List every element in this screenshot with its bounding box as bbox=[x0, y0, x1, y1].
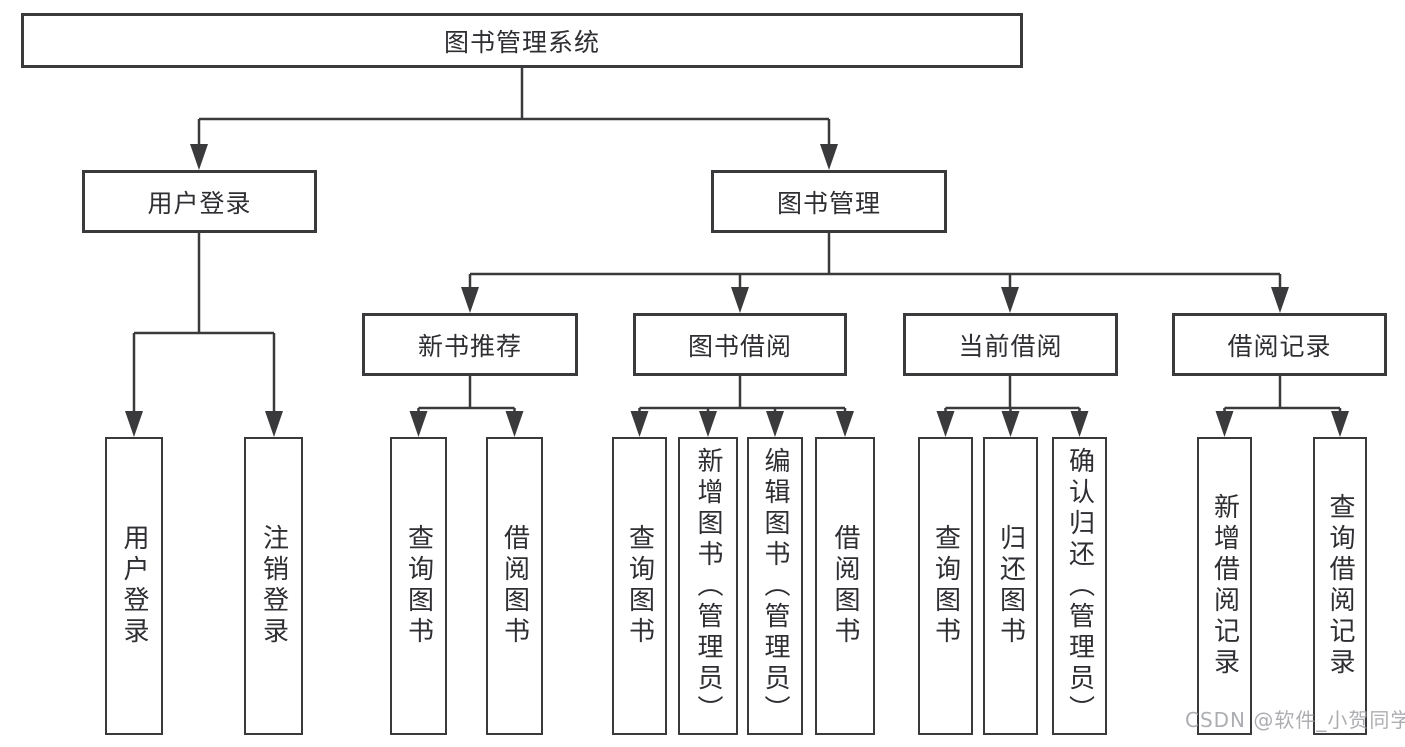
node-library-management-system: 图书管理系统 bbox=[21, 13, 1023, 68]
leaf-add-books-admin: 新增图书（管理员） bbox=[678, 437, 738, 735]
leaf-query-books-recommend-label: 查询图书 bbox=[403, 524, 434, 648]
csdn-watermark: CSDN @软件_小贺同学 bbox=[1185, 708, 1405, 732]
arrow-icon bbox=[1070, 411, 1089, 437]
connector-new-book-children bbox=[417, 376, 516, 423]
arrow-icon bbox=[836, 411, 854, 437]
arrow-icon bbox=[1001, 287, 1019, 313]
node-borrowing-records-label: 借阅记录 bbox=[1227, 331, 1332, 361]
leaf-confirm-return-admin-label: 确认归还（管理员） bbox=[1064, 446, 1095, 726]
leaf-add-borrow-record-label: 新增借阅记录 bbox=[1209, 493, 1240, 679]
arrow-icon bbox=[731, 287, 749, 313]
leaf-query-borrow-record-label: 查询借阅记录 bbox=[1325, 493, 1355, 679]
leaf-query-books-borrow: 查询图书 bbox=[612, 437, 667, 735]
node-borrowing-records: 借阅记录 bbox=[1172, 313, 1387, 376]
arrow-icon bbox=[820, 144, 838, 170]
connector-borrow-records-children bbox=[1223, 376, 1342, 423]
arrow-icon bbox=[409, 411, 428, 437]
leaf-query-books-recommend: 查询图书 bbox=[390, 437, 447, 735]
leaf-edit-books-admin-label: 编辑图书（管理员） bbox=[760, 446, 790, 726]
node-new-book-recommendation: 新书推荐 bbox=[362, 313, 578, 376]
node-book-borrowing: 图书借阅 bbox=[633, 313, 847, 376]
leaf-query-borrow-record: 查询借阅记录 bbox=[1313, 437, 1367, 735]
arrow-icon bbox=[461, 287, 479, 313]
leaf-user-login: 用户登录 bbox=[105, 437, 163, 735]
arrow-icon bbox=[505, 411, 524, 437]
connector-book-mgmt-children bbox=[468, 233, 1282, 299]
connector-root-to-level2 bbox=[197, 66, 831, 156]
arrow-icon bbox=[125, 411, 143, 437]
leaf-add-books-admin-label: 新增图书（管理员） bbox=[693, 446, 723, 726]
leaf-borrow-books-label: 借阅图书 bbox=[830, 524, 860, 648]
node-new-book-recommendation-label: 新书推荐 bbox=[417, 331, 522, 361]
leaf-query-books-current: 查询图书 bbox=[918, 437, 973, 735]
node-book-management-label: 图书管理 bbox=[776, 188, 881, 218]
node-current-borrowing-label: 当前借阅 bbox=[958, 331, 1063, 361]
node-book-management: 图书管理 bbox=[711, 170, 947, 233]
leaf-user-login-label: 用户登录 bbox=[119, 524, 149, 648]
arrow-icon bbox=[190, 144, 208, 170]
arrow-icon bbox=[1215, 411, 1234, 437]
arrow-icon bbox=[630, 411, 649, 437]
node-user-login-label: 用户登录 bbox=[147, 188, 252, 218]
leaf-borrow-books: 借阅图书 bbox=[815, 437, 875, 735]
leaf-confirm-return-admin: 确认归还（管理员） bbox=[1052, 437, 1107, 735]
node-current-borrowing: 当前借阅 bbox=[903, 313, 1118, 376]
connector-shafts bbox=[132, 66, 1342, 423]
arrow-icon bbox=[265, 411, 283, 437]
leaf-query-books-borrow-label: 查询图书 bbox=[624, 524, 655, 648]
leaf-borrow-books-recommend: 借阅图书 bbox=[486, 437, 543, 735]
leaf-edit-books-admin: 编辑图书（管理员） bbox=[747, 437, 803, 735]
leaf-add-borrow-record: 新增借阅记录 bbox=[1197, 437, 1252, 735]
leaf-return-books-label: 归还图书 bbox=[995, 524, 1026, 648]
arrow-icon bbox=[766, 411, 784, 437]
arrow-icon bbox=[699, 411, 717, 437]
node-user-login: 用户登录 bbox=[82, 170, 317, 233]
connector-user-login-children bbox=[132, 233, 276, 423]
arrowhead-icons bbox=[125, 144, 1349, 437]
leaf-query-books-current-label: 查询图书 bbox=[930, 524, 961, 648]
leaf-logout: 注销登录 bbox=[244, 437, 303, 735]
node-book-borrowing-label: 图书借阅 bbox=[687, 331, 792, 361]
connector-book-borrow-children bbox=[638, 376, 847, 423]
arrow-icon bbox=[1001, 411, 1020, 437]
arrow-icon bbox=[1331, 411, 1349, 437]
arrow-icon bbox=[1271, 287, 1289, 313]
arrow-icon bbox=[936, 411, 955, 437]
leaf-return-books: 归还图书 bbox=[983, 437, 1038, 735]
leaf-logout-label: 注销登录 bbox=[258, 524, 289, 648]
node-library-management-system-label: 图书管理系统 bbox=[443, 27, 600, 57]
leaf-borrow-books-recommend-label: 借阅图书 bbox=[499, 524, 530, 648]
